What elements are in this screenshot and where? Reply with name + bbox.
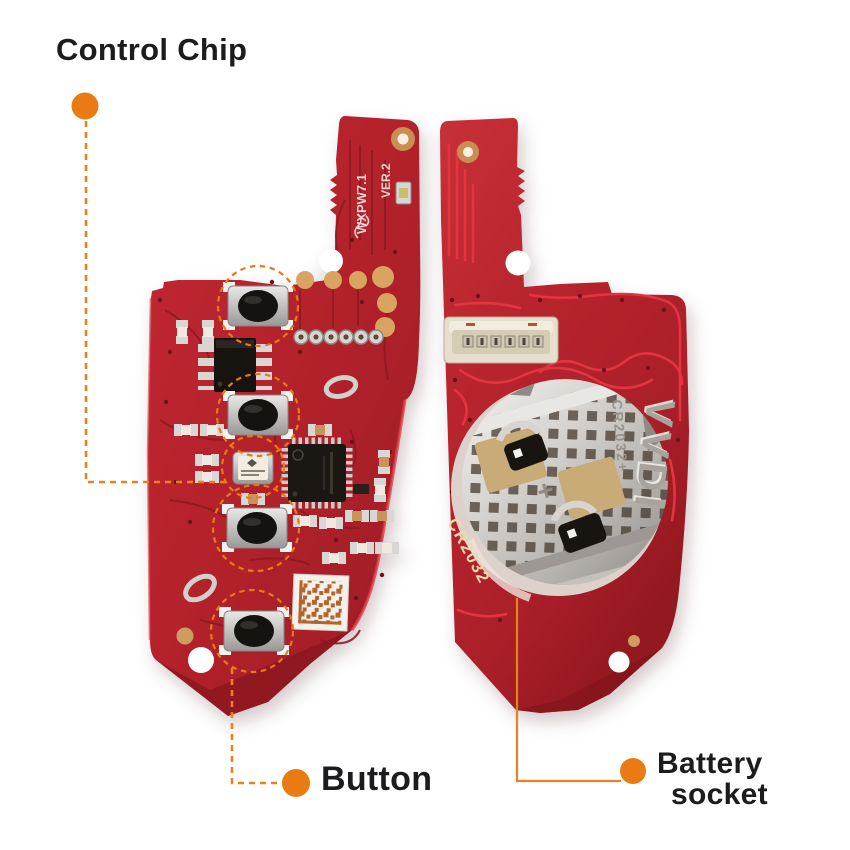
marker-dot-control-chip [71, 92, 99, 120]
marker-dot-battery-socket [620, 758, 646, 784]
left-pcb-photo: WXPW7.1 VER.2 [146, 116, 421, 716]
highlight-circle-button-3 [211, 483, 301, 573]
button-label: Button [321, 760, 433, 798]
metal-oval-components [183, 375, 359, 603]
control-chip-label: Control Chip [56, 32, 248, 67]
battery-clip-plate [462, 379, 668, 585]
tactile-button-3 [221, 503, 293, 553]
right-pcb-holes [457, 141, 640, 673]
leader-line-control-chip [84, 121, 227, 484]
tactile-button-1 [222, 281, 294, 331]
marker-dot-button [282, 769, 310, 797]
leader-line-battery-socket [515, 598, 621, 783]
connector-6pin [443, 316, 559, 364]
highlight-circle-control-chip [220, 434, 286, 500]
smd-passives [174, 320, 399, 564]
qr-datamatrix-label [291, 573, 350, 632]
battery-contact-1 [496, 420, 548, 471]
annotation-overlay [71, 92, 646, 797]
silkscreen-version-text: VER.2 [379, 163, 393, 198]
tactile-button-4 [218, 606, 290, 656]
soic8-chip [198, 338, 272, 392]
battery-contact-2 [551, 500, 607, 553]
emboss-battery-type-text: CR2032+ [609, 399, 631, 474]
battery-socket-label-line1: Battery [657, 747, 763, 780]
right-pcb-traces [447, 143, 684, 618]
tactile-button-2 [222, 390, 294, 440]
battery-socket: VVDI VVDI CR2032+ + [451, 379, 683, 602]
crystal-module [232, 451, 274, 485]
emboss-polarity-mark: + [534, 474, 558, 508]
led-component [395, 181, 412, 205]
battery-socket-label-line2: socket [671, 778, 768, 812]
leader-line-button [230, 668, 280, 785]
highlight-circle-button-1 [216, 264, 300, 348]
highlight-circle-button-2 [215, 372, 301, 458]
connector-pins [462, 335, 544, 348]
right-pcb-photo: VVDI VVDI CR2032+ + CR2032 [440, 118, 689, 713]
battery-clip-embossing: VVDI VVDI CR2032+ + [534, 395, 683, 515]
control-chip-qfn [281, 437, 353, 509]
silkscreen-model-text: WXPW7.1 [354, 174, 369, 234]
left-pcb-silkscreen: WXPW7.1 VER.2 [354, 163, 393, 239]
highlight-circle-button-4 [209, 588, 295, 674]
